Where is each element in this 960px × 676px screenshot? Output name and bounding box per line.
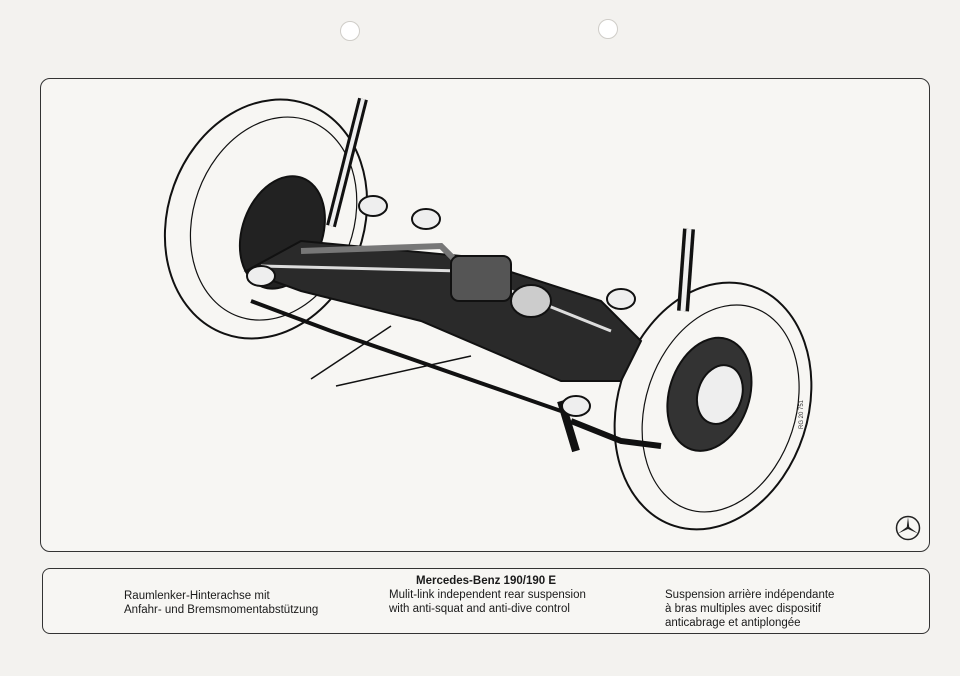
- punch-hole-left: [340, 21, 360, 41]
- english-line: with anti-squat and anti-dive control: [389, 603, 570, 615]
- caption-german: Raumlenker-Hinterachse mit Anfahr- und B…: [124, 589, 318, 617]
- french-line: anticabrage et antiplongée: [665, 617, 801, 629]
- right-wheel: [613, 281, 813, 531]
- brake-cable: [310, 325, 392, 380]
- mercedes-star-logo: [895, 515, 921, 541]
- caption-title: Mercedes-Benz 190/190 E: [416, 575, 556, 587]
- axle-carrier: [243, 239, 643, 382]
- english-line: Mulit-link independent rear suspension: [389, 589, 586, 601]
- drawing-reference: RG 20 751: [799, 399, 805, 429]
- french-line: Suspension arrière indépendante: [665, 589, 835, 601]
- rear-axle-illustration: [163, 97, 813, 531]
- caption-box: Mercedes-Benz 190/190 E Raumlenker-Hinte…: [42, 568, 930, 634]
- french-line: à bras multiples avec dispositif: [665, 603, 821, 615]
- illustration-frame: RG 20 751: [40, 78, 930, 552]
- caption-french: Suspension arrière indépendante à bras m…: [665, 588, 834, 630]
- punch-hole-right: [598, 19, 618, 39]
- german-line: Anfahr- und Bremsmomentabstützung: [124, 604, 319, 616]
- caption-english: Mulit-link independent rear suspension w…: [389, 588, 586, 616]
- german-line: Raumlenker-Hinterachse mit: [124, 590, 270, 602]
